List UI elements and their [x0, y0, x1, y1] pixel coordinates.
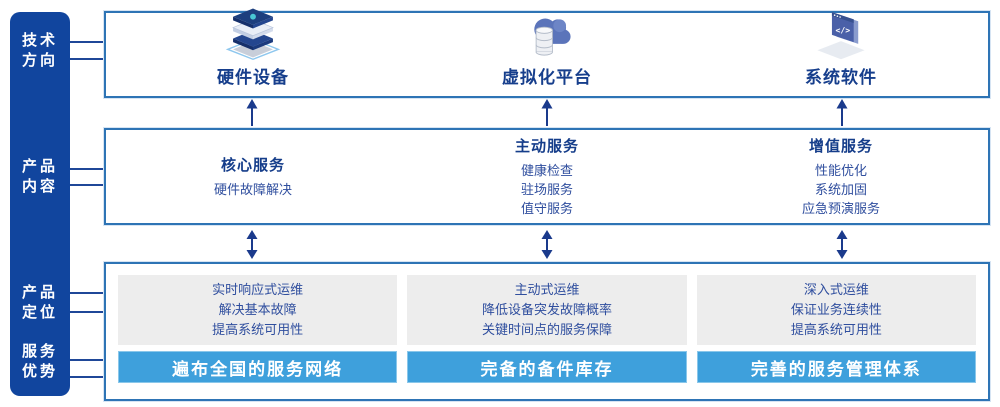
arrow-up-down-icon: [399, 230, 694, 259]
connector-line: [70, 311, 106, 313]
content-col-proactive: 主动服务 健康检查 驻场服务 值守服务: [400, 130, 694, 223]
service-item: 系统加固: [814, 182, 867, 197]
arrow-up-icon: [695, 99, 990, 126]
tech-label: 虚拟化平台: [502, 68, 592, 87]
sidebar-label-line: 内容: [21, 178, 58, 195]
tech-label: 硬件设备: [217, 68, 289, 87]
positioning-line: 降低设备突发故障概率: [481, 302, 612, 318]
service-category-title: 主动服务: [514, 138, 579, 155]
sidebar-label-line: 方向: [21, 52, 58, 69]
service-item: 性能优化: [814, 163, 867, 178]
positioning-line: 实时响应式运维: [212, 282, 304, 298]
positioning-col-deep: 深入式运维 保证业务连续性 提高系统可用性 完善的服务管理体系: [696, 275, 976, 383]
connector-line: [70, 168, 106, 170]
sidebar-label-line: 定位: [21, 304, 58, 321]
arrow-up-icon: [104, 99, 399, 126]
sidebar-label-line: 服务: [21, 343, 58, 360]
sidebar-label-line: 产品: [21, 284, 58, 301]
positioning-advantage-box: 实时响应式运维 解决基本故障 提高系统可用性 遍布全国的服务网络 主动式运维 降…: [104, 262, 990, 401]
positioning-panel: 实时响应式运维 解决基本故障 提高系统可用性: [118, 275, 398, 346]
connector-line: [70, 58, 106, 60]
positioning-line: 主动式运维: [514, 282, 580, 298]
arrow-row-bottom: [104, 230, 990, 259]
sidebar-label-line: 产品: [21, 158, 58, 175]
server-stack-icon: [224, 5, 282, 61]
sidebar-label-line: 优势: [21, 363, 58, 380]
service-item: 驻场服务: [520, 182, 573, 197]
advantage-bar: 遍布全国的服务网络: [118, 351, 398, 383]
tech-col-hardware: 硬件设备: [106, 8, 400, 96]
tech-col-system-software: </> 系统软件: [694, 12, 988, 96]
positioning-line: 提高系统可用性: [212, 322, 304, 338]
service-item: 硬件故障解决: [213, 182, 292, 197]
product-content-box: 核心服务 硬件故障解决 主动服务 健康检查 驻场服务 值守服务 增值服务 性能优…: [104, 128, 990, 225]
service-item: 健康检查: [520, 163, 573, 178]
positioning-line: 解决基本故障: [218, 302, 297, 318]
positioning-panel: 深入式运维 保证业务连续性 提高系统可用性: [696, 275, 976, 346]
service-category-title: 核心服务: [220, 157, 285, 174]
service-category-title: 增值服务: [808, 138, 873, 155]
content-col-core: 核心服务 硬件故障解决: [106, 130, 400, 223]
connector-line: [70, 359, 106, 361]
sidebar-item-product-content: 产品 内容: [10, 157, 70, 197]
sidebar: 技术 方向 产品 内容 产品 定位 服务 优势: [10, 12, 70, 396]
tech-col-virtualization: 虚拟化平台: [400, 13, 694, 96]
sidebar-label-line: 技术: [21, 32, 58, 49]
positioning-line: 关键时间点的服务保障: [481, 322, 612, 338]
arrow-up-down-icon: [695, 230, 990, 259]
sidebar-item-tech-direction: 技术 方向: [10, 31, 70, 71]
positioning-line: 深入式运维: [803, 282, 869, 298]
svg-text:</>: </>: [835, 25, 850, 35]
code-window-icon: </>: [812, 5, 870, 61]
service-item: 值守服务: [520, 201, 573, 216]
cloud-database-icon: [518, 5, 576, 61]
positioning-col-proactive: 主动式运维 降低设备突发故障概率 关键时间点的服务保障 完备的备件库存: [407, 275, 687, 383]
positioning-line: 提高系统可用性: [790, 322, 882, 338]
sidebar-item-service-advantage: 服务 优势: [10, 342, 70, 382]
connector-line: [70, 376, 106, 378]
positioning-panel: 主动式运维 降低设备突发故障概率 关键时间点的服务保障: [407, 275, 687, 346]
advantage-bar: 完备的备件库存: [407, 351, 687, 383]
content-col-value-added: 增值服务 性能优化 系统加固 应急预演服务: [694, 130, 988, 223]
arrow-up-down-icon: [104, 230, 399, 259]
positioning-line: 保证业务连续性: [790, 302, 882, 318]
tech-direction-box: 硬件设备 虚拟化平台: [104, 8, 990, 98]
connector-line: [70, 184, 106, 186]
advantage-bar: 完善的服务管理体系: [696, 351, 976, 383]
sidebar-item-product-positioning: 产品 定位: [10, 283, 70, 323]
service-item: 应急预演服务: [801, 201, 880, 216]
arrow-row-top: [104, 99, 990, 126]
tech-label: 系统软件: [805, 68, 877, 87]
connector-line: [70, 41, 106, 43]
positioning-col-realtime: 实时响应式运维 解决基本故障 提高系统可用性 遍布全国的服务网络: [118, 275, 398, 383]
arrow-up-icon: [399, 99, 694, 126]
connector-line: [70, 292, 106, 294]
